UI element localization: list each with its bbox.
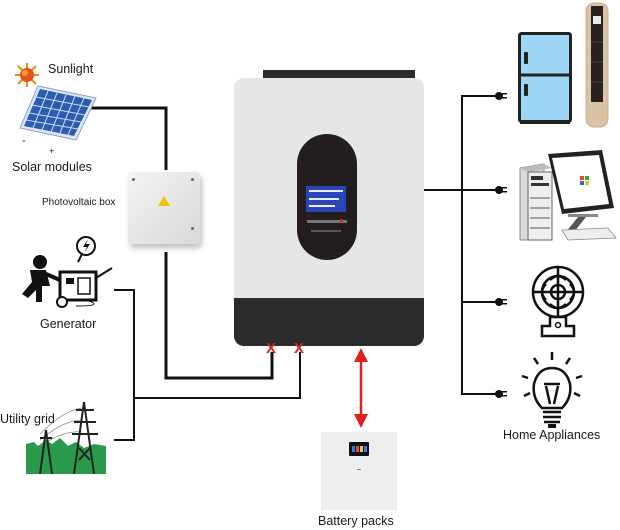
junction-box-icon (128, 172, 200, 244)
inverter-bottom-panel (234, 298, 424, 346)
inverter-buttons (307, 220, 347, 223)
inverter-mounting-bracket (263, 70, 415, 80)
battery-pack-icon (321, 432, 397, 510)
plug-icon (495, 92, 507, 100)
solar-plus-terminal: + (49, 146, 55, 156)
battery-packs-label: Battery packs (318, 514, 394, 528)
windows-logo-icon (580, 176, 589, 185)
inverter-control-panel (297, 134, 357, 260)
pv-box-label: Photovoltaic box (42, 197, 116, 208)
solar-modules-label: Solar modules (12, 160, 92, 174)
power-tower-icon (26, 401, 106, 474)
generator-label: Generator (40, 317, 97, 331)
plug-icon (495, 298, 507, 306)
wire-solar-to-pvbox (88, 106, 168, 170)
generator-icon (22, 236, 113, 308)
warning-sticker-icon (158, 196, 170, 206)
utility-grid-label: Utility grid (0, 412, 55, 426)
inverter-led (340, 219, 343, 222)
disconnect-marker-ac: X (294, 340, 305, 357)
refrigerator-icon (518, 32, 572, 124)
solar-minus-terminal: - (22, 135, 26, 147)
battery-display-icon (349, 442, 369, 456)
sun-icon (15, 63, 39, 87)
wire-ac-input-to-inverter (134, 352, 301, 399)
air-conditioner-icon (585, 2, 609, 128)
inverter-icon (234, 78, 424, 346)
computer-icon (519, 150, 617, 241)
solar-panel-icon (19, 85, 97, 141)
sunlight-label: Sunlight (48, 62, 94, 76)
plug-icon (495, 390, 507, 398)
light-bulb-icon (521, 352, 583, 428)
plug-icon (495, 186, 507, 194)
disconnect-marker-pv: X (266, 340, 277, 357)
home-appliances-label: Home Appliances (503, 428, 601, 442)
wire-pvbox-to-inverter (164, 252, 274, 380)
wire-generator (114, 289, 135, 441)
wire-load-bus (461, 95, 500, 395)
fan-icon (531, 265, 585, 338)
plug-icons (495, 92, 507, 398)
inverter-lcd-screen (306, 186, 346, 212)
battery-bidirectional-arrow (354, 348, 368, 428)
